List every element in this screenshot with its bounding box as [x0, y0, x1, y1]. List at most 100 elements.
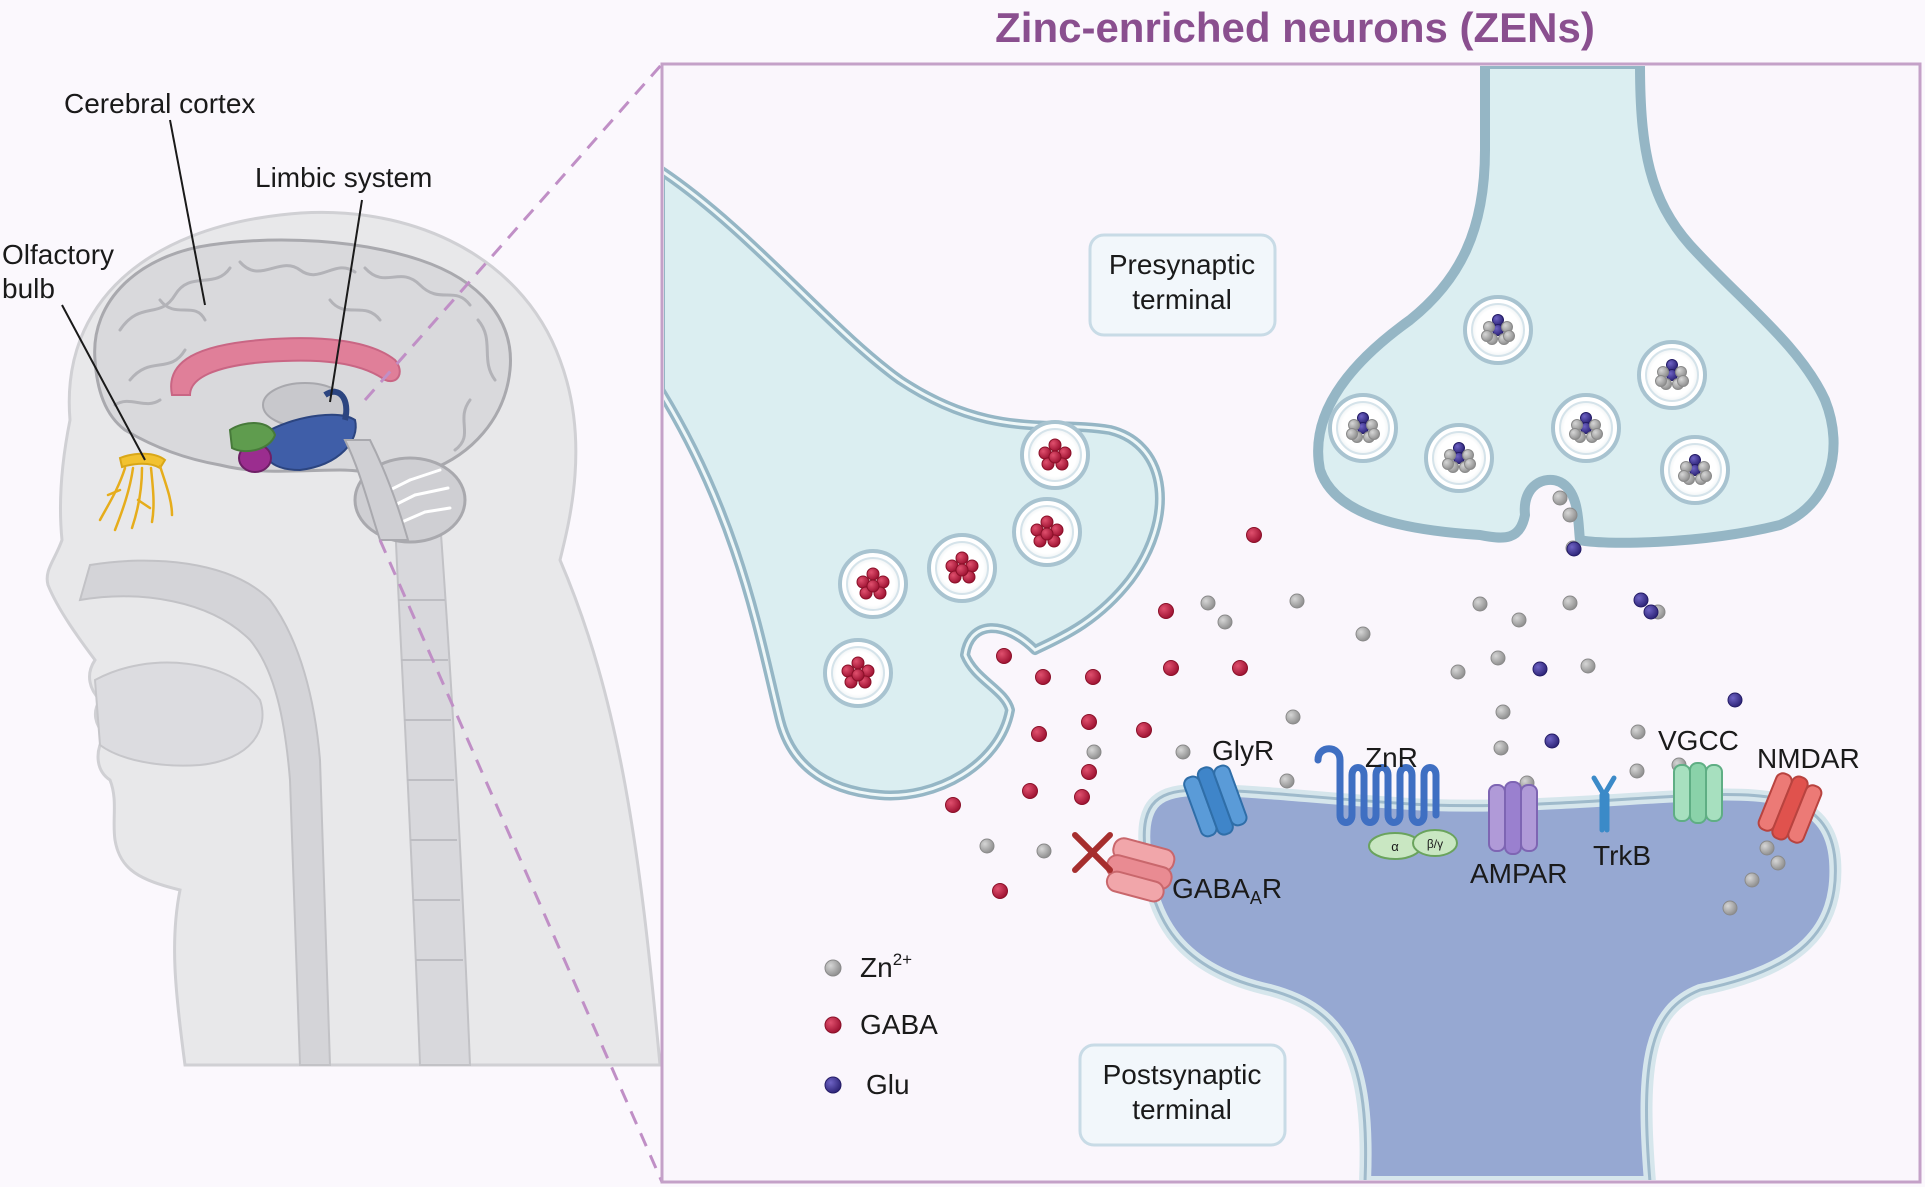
glu-molecule [1357, 412, 1369, 424]
glu-vesicles [1328, 295, 1730, 505]
gaba-molecule [1136, 722, 1152, 738]
zn-molecule [1591, 428, 1603, 440]
glu-molecule [1727, 692, 1743, 708]
zinc-ion [1630, 724, 1646, 740]
gaba-vesicle [1012, 497, 1082, 567]
gaba-molecule [1158, 603, 1174, 619]
limbic-fornix [323, 388, 350, 421]
legend: Zn2+ GABA Glu [824, 950, 938, 1100]
zn-molecule [1700, 470, 1712, 482]
glu-molecule [1633, 592, 1649, 608]
gaba-molecule [1022, 783, 1038, 799]
gaba-vesicles [823, 420, 1090, 708]
zinc-ion [1722, 900, 1738, 916]
tongue [93, 661, 264, 767]
free-gaba [945, 527, 1262, 899]
label-znr: ZnR [1365, 742, 1418, 773]
ampar-receptor [1488, 781, 1538, 855]
glu-molecule [1544, 733, 1560, 749]
zinc-ion [1279, 773, 1295, 789]
glu-vesicle [1660, 435, 1730, 505]
label-gabaa-r: GABAAR [1172, 873, 1282, 908]
zinc-ion [1036, 843, 1052, 859]
gaba-molecule [866, 579, 880, 593]
glu-molecule [1580, 412, 1592, 424]
glyr-receptor [1183, 764, 1248, 838]
legend-zinc-label: Zn2+ [860, 950, 912, 983]
znr-g-protein: α β/γ [1368, 829, 1458, 860]
zinc-ion [1355, 626, 1371, 642]
zn-molecule [1346, 428, 1358, 440]
zn-molecule [1481, 330, 1493, 342]
zoom-lines [363, 63, 664, 1183]
presynaptic-label-line1: Presynaptic [1109, 249, 1255, 280]
label-trkb: TrkB [1593, 840, 1651, 871]
zoom-line-bottom [378, 539, 664, 1183]
label-glyr: GlyR [1212, 735, 1274, 766]
zinc-ion [1450, 664, 1466, 680]
zinc-ion [1490, 650, 1506, 666]
zinc-ion [1562, 595, 1578, 611]
spinal-column [393, 519, 472, 1066]
brainstem [343, 439, 410, 541]
zinc-ion [1511, 612, 1527, 628]
leader-olfactory [61, 304, 146, 461]
zn-molecule [1442, 458, 1454, 470]
label-nmdar: NMDAR [1757, 743, 1860, 774]
gaba-vesicle [927, 533, 997, 603]
label-olfactory-line2: bulb [2, 273, 55, 304]
zn-molecule [1503, 330, 1515, 342]
nmdar-receptor [1757, 772, 1823, 844]
zinc-ion [1580, 658, 1596, 674]
gaba-molecule [866, 567, 880, 581]
presynaptic-label-line2: terminal [1132, 284, 1232, 315]
glu-vesicle [1463, 295, 1533, 365]
legend-gaba-label: GABA [860, 1009, 938, 1040]
zinc-ion [1493, 740, 1509, 756]
label-ampar: AMPAR [1470, 858, 1568, 889]
zinc-ion [1285, 709, 1301, 725]
glu-vesicle [1637, 340, 1707, 410]
brain-gyri [113, 260, 497, 452]
zinc-ion [1086, 744, 1102, 760]
glu-molecule [1643, 604, 1659, 620]
zn-molecule [1569, 428, 1581, 440]
zinc-ion [1289, 593, 1305, 609]
znr-receptor [1314, 745, 1440, 826]
zinc-ion [1217, 614, 1233, 630]
gaba-molecule [992, 883, 1008, 899]
glu-vesicle [1551, 393, 1621, 463]
presynaptic-terminal-glu [1313, 66, 1839, 548]
gaba-molecule [945, 797, 961, 813]
zinc-ion [1472, 596, 1488, 612]
zinc-ion [1629, 763, 1645, 779]
zinc-ion [1759, 840, 1775, 856]
glu-molecule [1689, 454, 1701, 466]
postsynaptic-label-line2: terminal [1132, 1094, 1232, 1125]
label-cerebral-cortex: Cerebral cortex [64, 88, 255, 119]
gaba-molecule [1040, 527, 1054, 541]
gaba-molecule [1246, 527, 1262, 543]
label-vgcc: VGCC [1658, 725, 1739, 756]
vertebrae [398, 599, 463, 961]
olfactory-nerves [98, 464, 174, 532]
gaba-vesicle [1020, 420, 1090, 490]
zoom-line-top [363, 63, 664, 401]
glu-vesicle [1424, 423, 1494, 493]
gaba-molecule [1048, 438, 1062, 452]
gaba-molecule [1232, 660, 1248, 676]
legend-zinc-dot [824, 959, 842, 977]
glu-molecule [1532, 661, 1548, 677]
zinc-ion [1175, 744, 1191, 760]
zn-molecule [1368, 428, 1380, 440]
limbic-hypothalamus [228, 422, 277, 453]
free-glu [1532, 541, 1743, 749]
presynaptic-label-box: Presynaptic terminal [1088, 233, 1277, 337]
gaba-molecule [851, 656, 865, 670]
zinc-ion [979, 838, 995, 854]
label-limbic-system: Limbic system [255, 162, 432, 193]
zn-molecule [1678, 470, 1690, 482]
zn-molecule [1677, 375, 1689, 387]
zinc-ion [1744, 872, 1760, 888]
